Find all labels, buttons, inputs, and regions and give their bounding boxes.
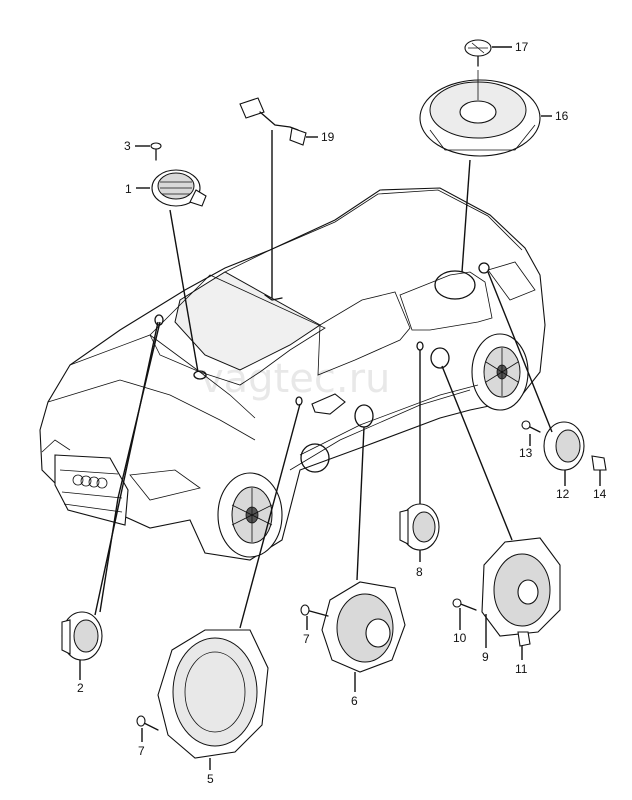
car-illustration [39,187,546,561]
callout-7b: 7 [138,744,145,758]
callout-17: 17 [515,40,529,54]
subwoofer-box-part [419,70,541,157]
callout-19: 19 [321,130,335,144]
clip-part-11 [517,631,531,647]
screw-part-3 [150,142,162,161]
grille-rings [72,474,108,489]
screw-part-10 [452,598,477,611]
callout-13: 13 [519,446,533,460]
callout-10: 10 [453,631,467,645]
callout-8: 8 [416,565,423,579]
callout-1: 1 [125,182,132,196]
door-speaker-part-9 [481,537,561,637]
rear-speaker-part [543,421,585,471]
callout-5: 5 [207,772,214,786]
callout-11: 11 [515,662,528,676]
callout-7a: 7 [303,632,310,646]
screw-part-7a [300,604,329,617]
mid-speaker-part-8 [399,503,440,551]
screw-part-7b [136,715,159,731]
callout-14: 14 [593,487,607,501]
callout-2: 2 [77,681,84,695]
woofer-part-5 [157,629,269,759]
door-speaker-part-6 [321,581,406,673]
dash-tweeter-part [151,169,207,207]
watermark-text: vagtec.ru [200,356,390,402]
callout-6: 6 [351,694,358,708]
screw-part-13 [521,420,541,433]
callout-9: 9 [482,650,489,664]
bolt-part-17 [464,39,492,67]
clip-part-14 [591,455,607,471]
wire-harness-part [239,97,307,146]
callout-labels: 1 2 3 5 6 7 7 8 9 10 11 12 13 14 16 17 1… [77,40,607,786]
leader-lines [79,46,601,770]
front-tweeter-part [61,611,103,661]
callout-12: 12 [556,487,570,501]
callout-16: 16 [555,109,569,123]
callout-3: 3 [124,139,131,153]
